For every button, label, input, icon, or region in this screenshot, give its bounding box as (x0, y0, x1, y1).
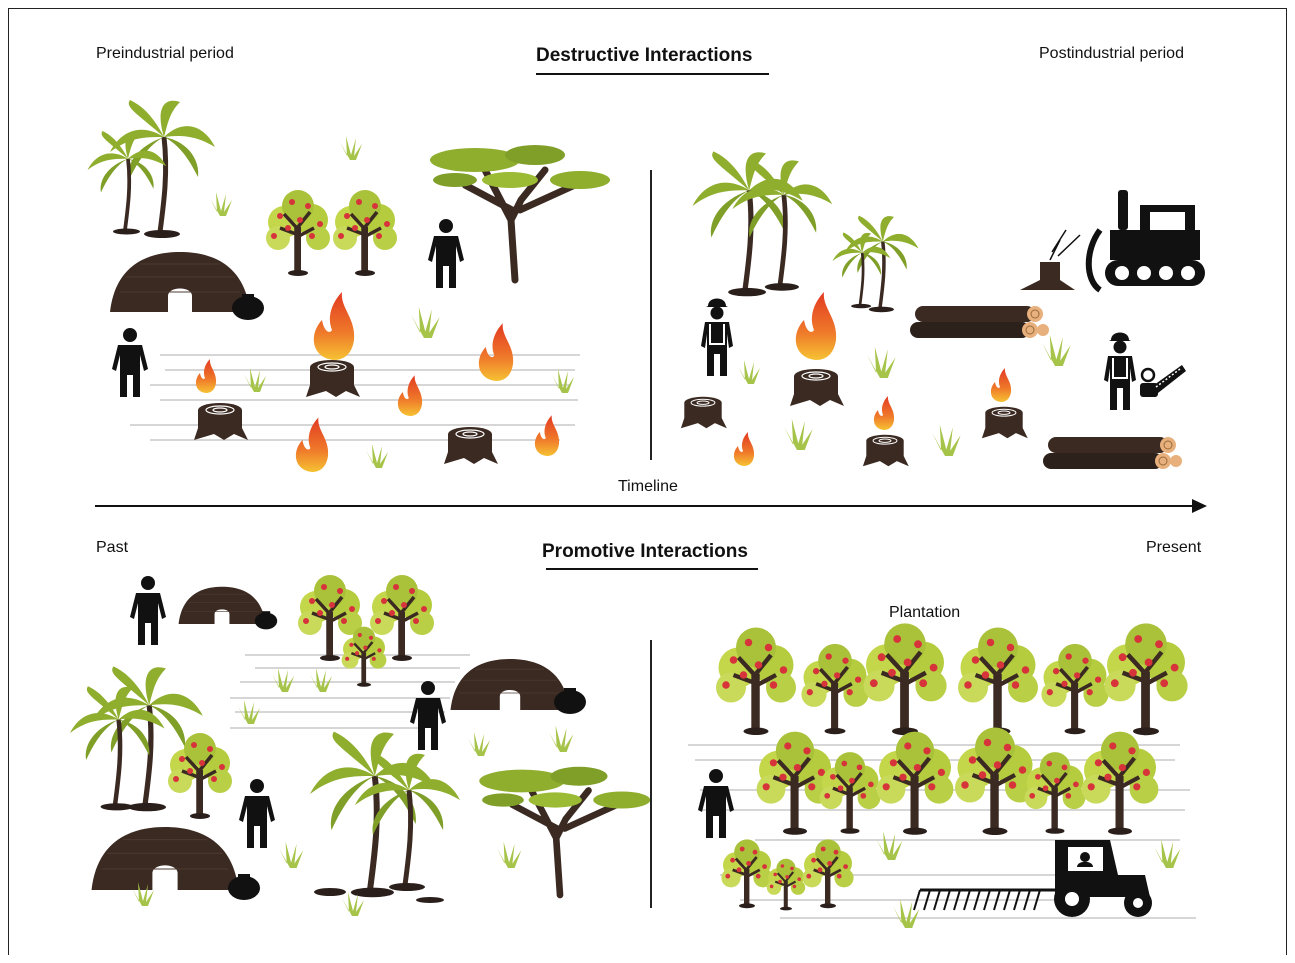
log-pile-icon (909, 305, 1050, 339)
grass-icon (210, 192, 232, 216)
grass-icon (468, 732, 490, 756)
person-icon (428, 219, 464, 288)
fire-icon (313, 292, 355, 360)
grass-icon (1042, 334, 1071, 366)
past-scene (70, 573, 650, 916)
promotive-title: Promotive Interactions (542, 541, 748, 562)
destructive-title-underline (536, 73, 769, 75)
tree-stump-icon (305, 359, 361, 398)
tree-stump-icon (443, 426, 499, 465)
acacia-tree-icon (430, 145, 610, 280)
fruit-tree-icon (264, 188, 332, 278)
log-pile-icon (1042, 436, 1183, 470)
grass-icon (279, 841, 304, 868)
grass-icon (1154, 839, 1181, 868)
fruit-tree-icon (720, 838, 774, 910)
fruit-tree-icon (1082, 732, 1159, 835)
fruit-tree-icon (1104, 623, 1187, 735)
hut-icon (109, 251, 251, 313)
fruit-tree-icon (955, 728, 1035, 836)
tree-stump-icon (680, 396, 728, 429)
grass-icon (784, 418, 813, 450)
grass-icon (340, 136, 362, 160)
palm-tree-icon (85, 129, 169, 237)
fruit-tree-icon (716, 628, 796, 736)
tree-stump-icon (981, 406, 1029, 439)
worker-icon (1103, 331, 1137, 411)
timeline-arrow (95, 499, 1207, 513)
fruit-tree-icon (863, 623, 946, 735)
fire-icon (733, 432, 755, 466)
present-label: Present (1146, 539, 1202, 556)
tree-stump-icon (1020, 229, 1081, 290)
postindustrial-scene (680, 151, 1205, 470)
tractor-icon (913, 840, 1152, 917)
fire-icon (295, 417, 329, 472)
grass-icon (738, 360, 760, 384)
fruit-tree-icon (958, 628, 1038, 736)
grass-icon (244, 368, 266, 392)
fruit-tree-icon (166, 731, 234, 821)
fire-icon (534, 415, 560, 456)
person-icon (410, 681, 446, 750)
tree-stump-icon (862, 434, 910, 467)
grass-icon (552, 369, 574, 393)
plantation-scene (688, 623, 1196, 928)
preindustrial-label: Preindustrial period (96, 45, 234, 62)
bulldozer-icon (1085, 190, 1205, 293)
fruit-tree-icon (801, 838, 855, 910)
fire-icon (195, 359, 217, 393)
grass-icon (411, 306, 440, 338)
hut-icon (178, 586, 266, 625)
timeline-label: Timeline (618, 478, 678, 495)
plantation-label: Plantation (889, 604, 961, 621)
fire-icon (873, 396, 895, 430)
grass-icon (876, 831, 903, 860)
fire-icon (990, 368, 1012, 402)
ground-shadow (416, 897, 444, 903)
person-icon (130, 576, 166, 645)
tree-stump-icon (789, 368, 845, 407)
grass-icon (497, 841, 522, 868)
chainsaw-icon (1140, 365, 1186, 397)
tree-stump-icon (193, 402, 249, 441)
hut-icon (90, 826, 240, 891)
worker-icon (700, 297, 734, 377)
fire-icon (478, 323, 514, 381)
grass-icon (366, 444, 388, 468)
fruit-tree-icon (1039, 642, 1111, 737)
fruit-tree-icon (1022, 750, 1088, 836)
grass-icon (272, 668, 294, 692)
fruit-tree-icon (340, 625, 388, 689)
grass-icon (549, 725, 574, 752)
fruit-tree-icon (877, 732, 954, 835)
fruit-tree-icon (799, 642, 871, 737)
grass-icon (932, 424, 961, 456)
fruit-tree-icon (765, 857, 807, 912)
ground-shadow (314, 888, 346, 896)
past-label: Past (96, 539, 129, 556)
acacia-tree-icon (479, 767, 650, 895)
fire-icon (795, 292, 837, 360)
grass-icon (867, 346, 896, 378)
postindustrial-label: Postindustrial period (1039, 45, 1184, 62)
hut-icon (450, 658, 570, 711)
figure-frame (8, 8, 1287, 955)
palm-tree-icon (843, 213, 921, 314)
destructive-title: Destructive Interactions (536, 45, 753, 66)
preindustrial-scene (85, 100, 611, 472)
grass-icon (310, 668, 332, 692)
person-icon (112, 328, 148, 397)
fruit-tree-icon (331, 188, 399, 278)
fire-icon (397, 375, 423, 416)
person-icon (698, 769, 734, 838)
person-icon (239, 779, 275, 848)
promotive-title-underline (546, 568, 758, 570)
